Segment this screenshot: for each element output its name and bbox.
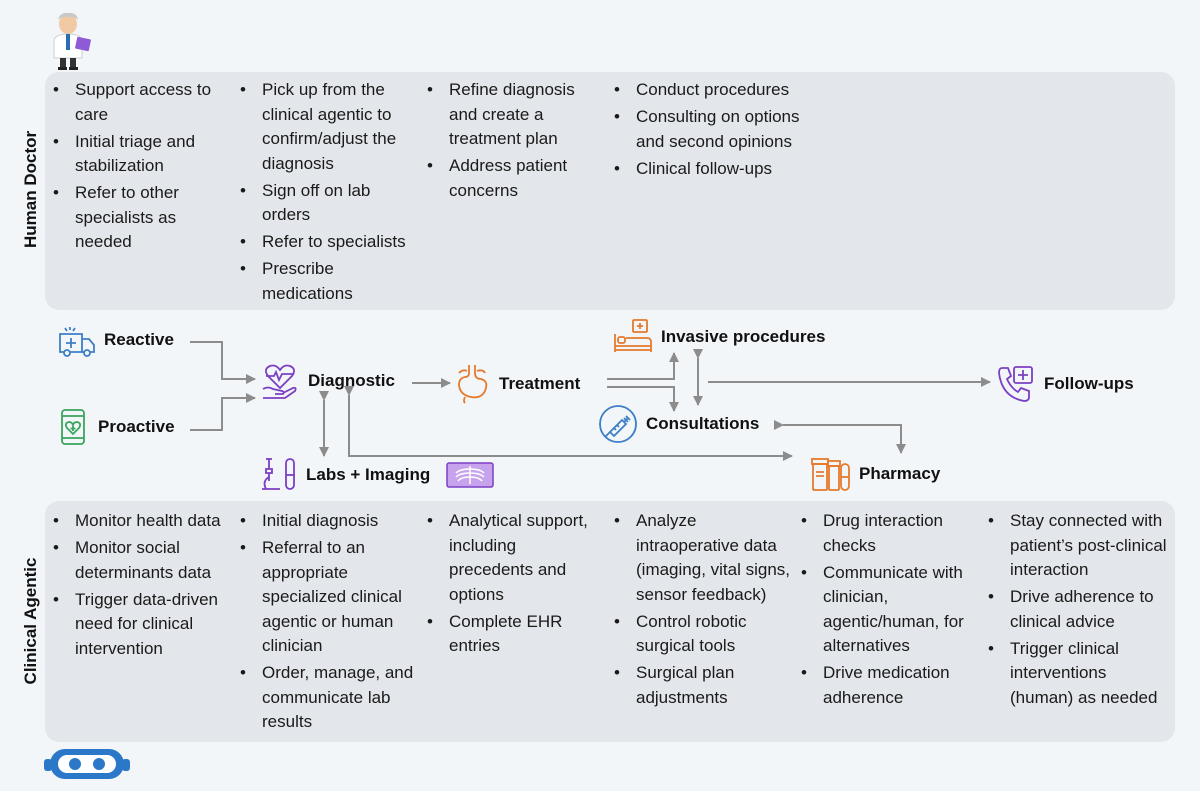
node-pharmacy: Pharmacy xyxy=(811,456,940,492)
doctor-column-1: Support access to care Initial triage an… xyxy=(45,78,225,257)
node-followups: Follow-ups xyxy=(996,364,1134,404)
followups-label: Follow-ups xyxy=(1044,374,1134,393)
list-item: Clinical follow-ups xyxy=(606,157,801,182)
microscope-icon xyxy=(262,458,295,490)
list-item: Support access to care xyxy=(45,78,225,127)
list-item: Monitor social determinants data xyxy=(45,536,230,585)
ambulance-icon xyxy=(59,327,95,357)
list-item: Consulting on options and second opinion… xyxy=(606,105,801,154)
list-item: Prescribe medications xyxy=(232,257,417,306)
node-proactive: Proactive xyxy=(58,408,175,446)
list-item: Order, manage, and communicate lab resul… xyxy=(232,661,414,735)
list-item: Surgical plan adjustments xyxy=(606,661,794,710)
list-item: Drug interaction checks xyxy=(793,509,981,558)
proactive-label: Proactive xyxy=(98,417,175,436)
consultations-label: Consultations xyxy=(646,414,760,433)
list-item: Refer to specialists xyxy=(232,230,417,255)
list-item: Control robotic surgical tools xyxy=(606,610,794,659)
agentic-column-1: Monitor health data Monitor social deter… xyxy=(45,509,230,664)
diagnostic-label: Diagnostic xyxy=(308,371,395,390)
list-item: Sign off on lab orders xyxy=(232,179,417,228)
node-labs: Labs + Imaging xyxy=(258,455,494,495)
arrow-treatment-invasive xyxy=(607,352,679,380)
arrow-consultations-pharmacy xyxy=(774,420,906,454)
syringe-icon xyxy=(599,405,637,443)
list-item: Address patient concerns xyxy=(419,154,599,203)
robot-icon xyxy=(44,749,130,779)
heart-hand-icon xyxy=(262,364,297,399)
agentic-column-6: Stay connected with patient’s post-clini… xyxy=(980,509,1170,713)
arrow-proactive-diagnostic xyxy=(190,393,256,431)
reactive-label: Reactive xyxy=(104,330,174,349)
list-item: Pick up from the clinical agentic to con… xyxy=(232,78,417,176)
list-item: Trigger data-driven need for clinical in… xyxy=(45,588,230,662)
arrow-reactive-diagnostic xyxy=(190,341,256,384)
list-item: Communicate with clinician, agentic/huma… xyxy=(793,561,981,659)
invasive-label: Invasive procedures xyxy=(661,327,826,346)
list-item: Analyze intraoperative data (imaging, vi… xyxy=(606,509,794,607)
xray-icon xyxy=(446,462,494,488)
node-treatment: Treatment xyxy=(455,363,580,405)
arrow-diagnostic-pharmacy xyxy=(344,386,793,461)
node-invasive: Invasive procedures xyxy=(613,318,825,356)
pill-bottles-icon xyxy=(811,458,850,491)
list-item: Initial diagnosis xyxy=(232,509,414,534)
doctor-avatar-icon xyxy=(53,12,91,70)
list-item: Monitor health data xyxy=(45,509,230,534)
list-item: Initial triage and stabilization xyxy=(45,130,225,179)
list-item: Complete EHR entries xyxy=(419,610,601,659)
agentic-column-3: Analytical support, including precedents… xyxy=(419,509,601,661)
doctor-column-3: Refine diagnosis and create a treatment … xyxy=(419,78,599,206)
hospital-bed-icon xyxy=(614,319,652,352)
agentic-column-4: Analyze intraoperative data (imaging, vi… xyxy=(606,509,794,713)
labs-label: Labs + Imaging xyxy=(306,465,431,484)
list-item: Trigger clinical interventions (human) a… xyxy=(980,637,1170,711)
node-diagnostic: Diagnostic xyxy=(260,361,395,401)
list-item: Refine diagnosis and create a treatment … xyxy=(419,78,599,152)
phone-call-icon xyxy=(998,366,1033,402)
list-item: Drive medication adherence xyxy=(793,661,981,710)
doctor-column-2: Pick up from the clinical agentic to con… xyxy=(232,78,417,309)
stomach-icon xyxy=(458,365,488,404)
treatment-label: Treatment xyxy=(499,374,581,393)
phone-health-icon xyxy=(61,409,85,445)
doctor-column-4: Conduct procedures Consulting on options… xyxy=(606,78,801,184)
list-item: Analytical support, including precedents… xyxy=(419,509,601,607)
list-item: Drive adherence to clinical advice xyxy=(980,585,1170,634)
list-item: Conduct procedures xyxy=(606,78,801,103)
node-consultations: Consultations xyxy=(598,404,759,444)
list-item: Stay connected with patient’s post-clini… xyxy=(980,509,1170,583)
agentic-column-5: Drug interaction checks Communicate with… xyxy=(793,509,981,713)
list-item: Referral to an appropriate specialized c… xyxy=(232,536,414,659)
list-item: Refer to other specialists as needed xyxy=(45,181,225,255)
pharmacy-label: Pharmacy xyxy=(859,464,941,483)
node-reactive: Reactive xyxy=(58,322,174,358)
agentic-column-2: Initial diagnosis Referral to an appropr… xyxy=(232,509,414,737)
